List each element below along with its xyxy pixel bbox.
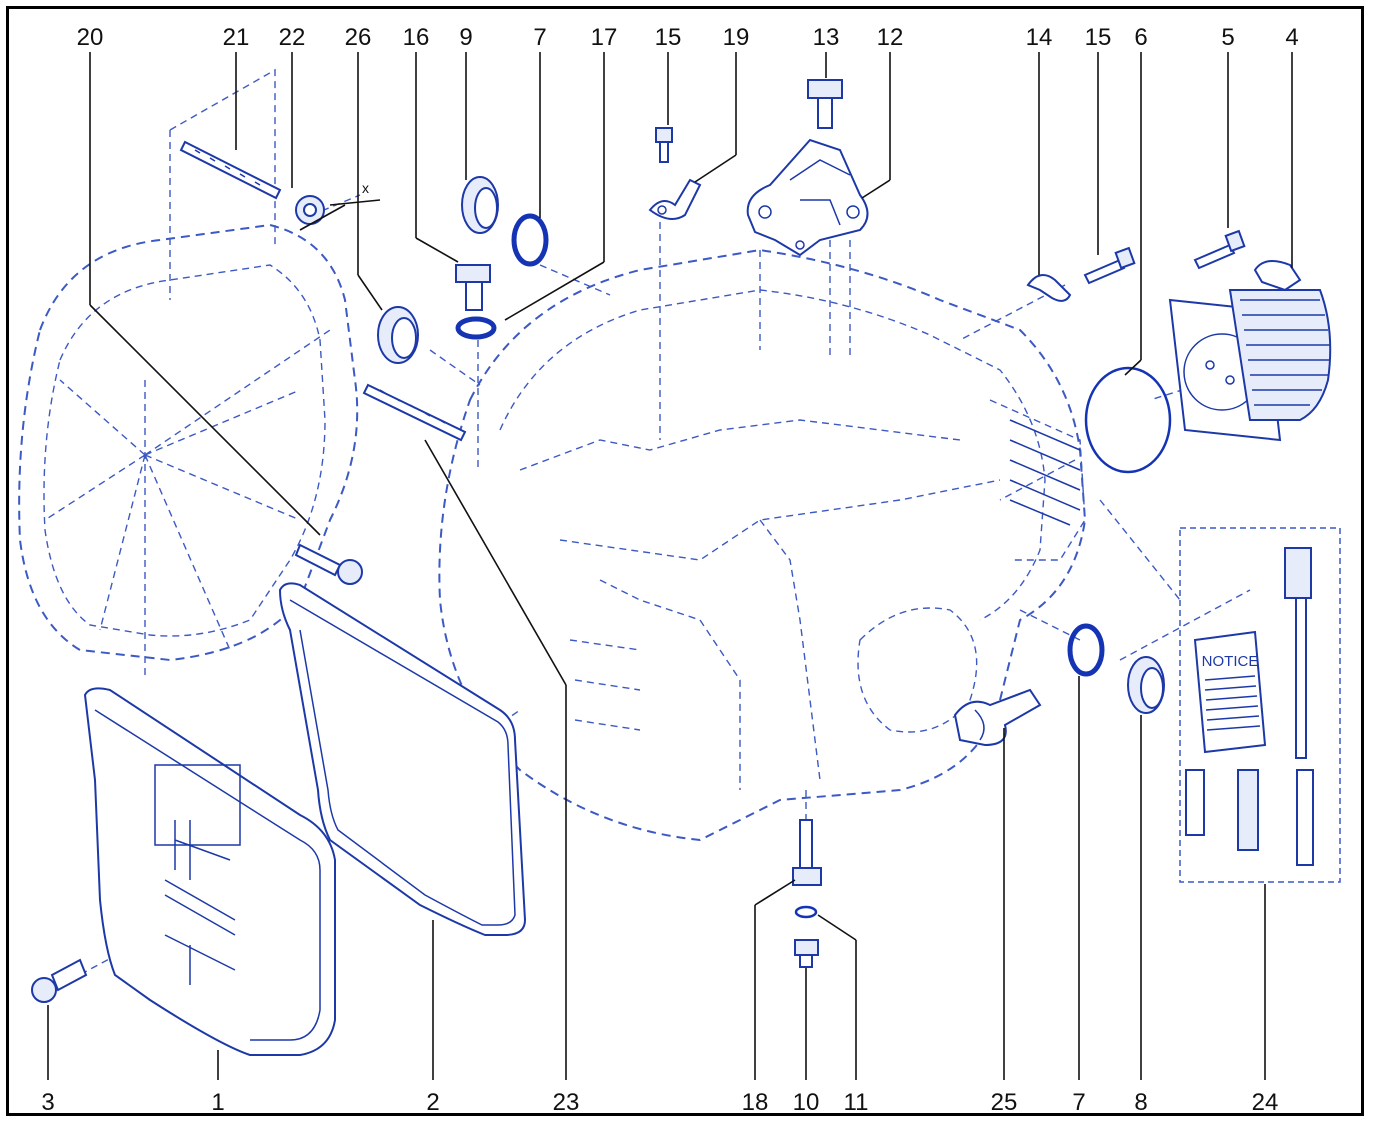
callout-16: 16 — [403, 24, 430, 51]
callout-13: 13 — [813, 24, 840, 51]
mounting-bracket-12 — [746, 138, 869, 257]
callout-3: 3 — [41, 1089, 54, 1116]
oil-pan — [83, 687, 336, 1056]
o-ring-6 — [1084, 366, 1172, 474]
drain-stud-18 — [792, 819, 822, 886]
callout-6: 6 — [1134, 24, 1147, 51]
callout-4: 4 — [1285, 24, 1298, 51]
callout-24: 24 — [1252, 1089, 1279, 1116]
callout-21: 21 — [223, 24, 250, 51]
callout-8: 8 — [1134, 1089, 1147, 1116]
callouts-top: 20 21 22 26 16 9 7 17 15 19 13 12 14 15 … — [77, 24, 1299, 51]
callout-25: 25 — [991, 1089, 1018, 1116]
callout-18: 18 — [742, 1089, 769, 1116]
callout-7-top: 7 — [533, 24, 546, 51]
bracket-bolt-13 — [807, 79, 843, 129]
hose-fittings — [1185, 769, 1314, 866]
dipstick-tube — [1284, 547, 1312, 759]
callout-14: 14 — [1026, 24, 1053, 51]
cooler-bolt-5 — [1193, 229, 1246, 270]
drain-plug-10 — [794, 939, 819, 968]
notice-booklet: NOTICE — [1193, 630, 1267, 754]
oil-cooler-4 — [1168, 260, 1332, 442]
seal-ring-8 — [1127, 656, 1165, 714]
seal-ring-26 — [377, 306, 419, 364]
seal-ring-9 — [461, 176, 499, 234]
pan-bolt — [31, 958, 88, 1003]
callout-26: 26 — [345, 24, 372, 51]
callout-15-top: 15 — [655, 24, 682, 51]
callouts-bottom: 3 1 2 23 18 10 11 25 7 8 24 — [41, 1089, 1278, 1116]
callout-7-bottom: 7 — [1072, 1089, 1085, 1116]
dimension-indicator: x — [299, 180, 381, 231]
housing-bolt — [294, 543, 363, 585]
callout-10: 10 — [793, 1089, 820, 1116]
callout-11: 11 — [844, 1089, 869, 1116]
clip-bolt-15-right — [1083, 246, 1136, 285]
dimension-mark-x: x — [362, 180, 369, 196]
callout-1: 1 — [211, 1089, 224, 1116]
callout-23: 23 — [553, 1089, 580, 1116]
callout-2: 2 — [426, 1089, 439, 1116]
service-kit-24: NOTICE — [1179, 527, 1341, 883]
long-stud — [362, 383, 467, 442]
clip-bolt-15-top — [655, 127, 673, 163]
callout-9: 9 — [459, 24, 472, 51]
o-ring-7-top — [511, 213, 549, 267]
washer-11 — [794, 905, 818, 919]
leader-lines — [47, 52, 1293, 1080]
pan-gasket — [278, 582, 527, 936]
notice-label: NOTICE — [1202, 653, 1259, 670]
hose-clip-25 — [953, 688, 1042, 747]
callout-20: 20 — [77, 24, 104, 51]
callout-19: 19 — [723, 24, 750, 51]
clip-14 — [1026, 274, 1072, 302]
callout-15-right: 15 — [1085, 24, 1112, 51]
callout-5: 5 — [1221, 24, 1234, 51]
bracket-clip-19 — [648, 178, 702, 220]
callout-12: 12 — [877, 24, 904, 51]
stud-and-nut — [179, 140, 325, 225]
callout-17: 17 — [591, 24, 618, 51]
callout-22: 22 — [279, 24, 306, 51]
transmission-case-outline — [438, 240, 1087, 842]
o-ring-17 — [455, 316, 497, 340]
o-ring-7-bottom — [1067, 623, 1105, 677]
plug-bolt-16 — [455, 264, 491, 311]
